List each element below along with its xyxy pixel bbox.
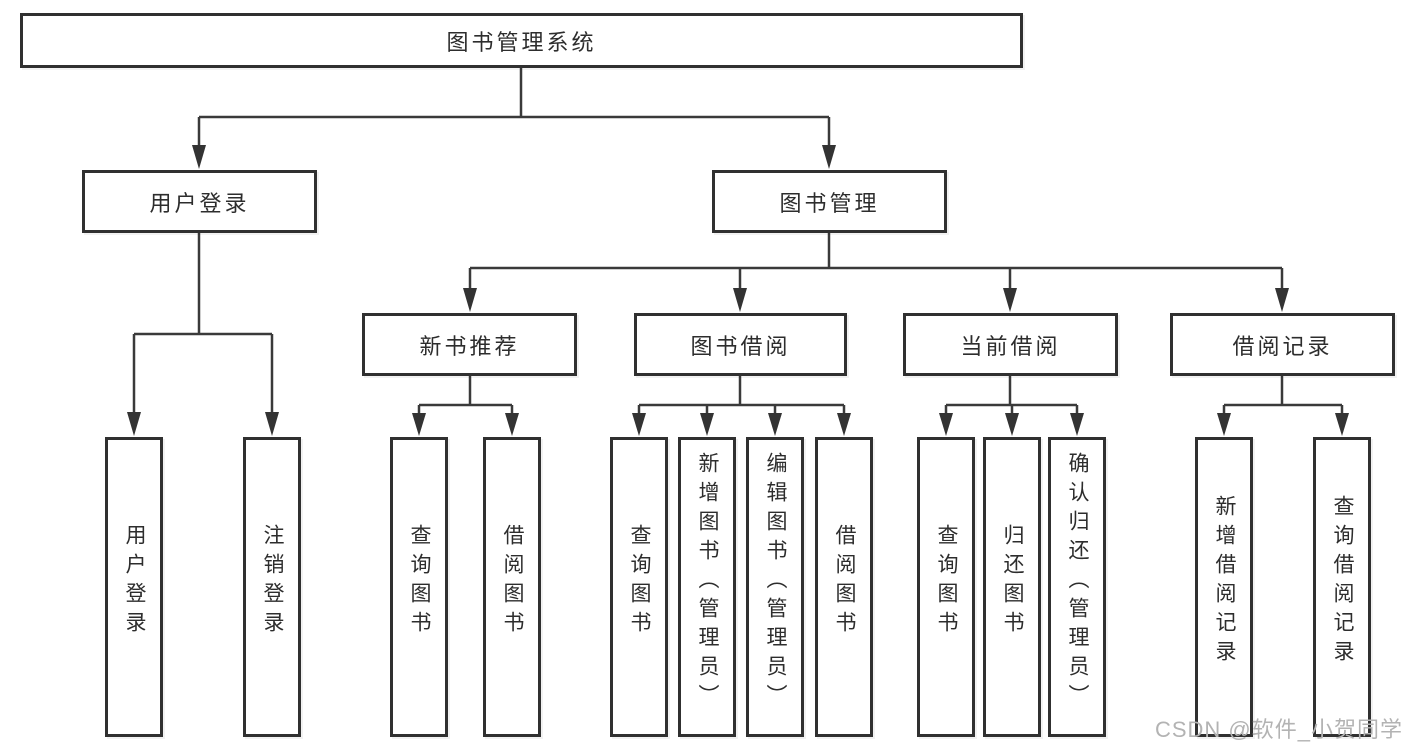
leaf-query-books-borrowing: 查询图书 (610, 437, 668, 737)
leaf-add-borrow-record: 新增借阅记录 (1195, 437, 1253, 737)
leaf-query-books-recommend: 查询图书 (390, 437, 448, 737)
node-borrowing-records: 借阅记录 (1170, 313, 1395, 376)
leaf-borrow-books-recommend: 借阅图书 (483, 437, 541, 737)
leaf-logout: 注销登录 (243, 437, 301, 737)
node-root-library-system: 图书管理系统 (20, 13, 1023, 68)
leaf-borrow-books: 借阅图书 (815, 437, 873, 737)
csdn-watermark: CSDN @软件_小贺同学 (1154, 717, 1403, 742)
leaf-user-login: 用户登录 (105, 437, 163, 737)
leaf-edit-book-admin: 编辑图书（管理员） (746, 437, 804, 737)
node-current-borrowing: 当前借阅 (903, 313, 1118, 376)
arrowheads (127, 145, 1349, 436)
node-user-login: 用户登录 (82, 170, 317, 233)
node-new-book-recommend: 新书推荐 (362, 313, 577, 376)
node-book-management: 图书管理 (712, 170, 947, 233)
leaf-query-books-current: 查询图书 (917, 437, 975, 737)
leaf-return-books: 归还图书 (983, 437, 1041, 737)
leaf-add-book-admin: 新增图书（管理员） (678, 437, 736, 737)
leaf-query-borrow-record: 查询借阅记录 (1313, 437, 1371, 737)
leaf-confirm-return-admin: 确认归还（管理员） (1048, 437, 1106, 737)
node-book-borrowing: 图书借阅 (634, 313, 847, 376)
